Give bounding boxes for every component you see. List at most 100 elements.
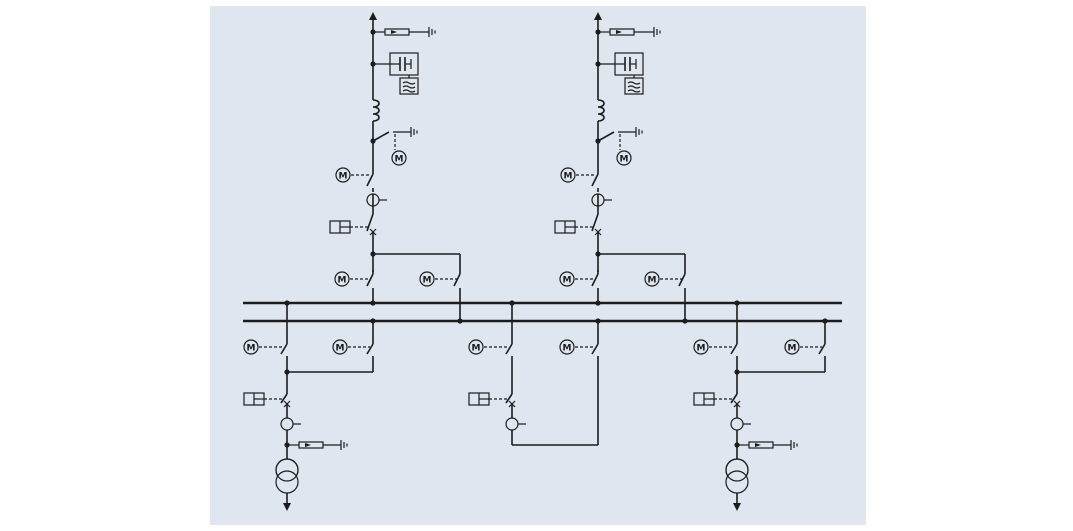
- inductor-icon: [597, 99, 605, 122]
- bus-disconnector-1: [259, 340, 288, 360]
- motor-icon: M: [616, 150, 632, 166]
- motor-label: M: [564, 171, 573, 181]
- switch-blade: [597, 131, 615, 142]
- bus-disconnector-2: [660, 270, 686, 292]
- feeder-breaker: [264, 390, 291, 410]
- breaker-blade: [280, 393, 288, 404]
- motor-label: M: [648, 275, 657, 285]
- breaker-blade: [730, 393, 738, 404]
- motor-label: M: [339, 171, 348, 181]
- surge-arrester-icon: [287, 441, 341, 449]
- switch-blade: [730, 343, 738, 355]
- motor-label: M: [472, 343, 481, 353]
- motor-label: M: [697, 343, 706, 353]
- feeder-breaker: [350, 210, 377, 238]
- transformer-icon: [725, 458, 749, 494]
- motor-icon: M: [391, 150, 407, 166]
- surge-arrester-icon: [598, 28, 654, 36]
- line-disconnector: [576, 170, 599, 192]
- breaker-icon: [554, 220, 576, 234]
- filter-icon: [399, 75, 419, 95]
- motor-icon: M: [243, 339, 259, 355]
- capacitor-icon: [598, 52, 644, 76]
- surge-arrester-icon: [373, 28, 429, 36]
- junction-node: [457, 318, 463, 324]
- inductor-icon: [372, 99, 380, 122]
- grounding-icon: [653, 27, 661, 37]
- bus-disconnector-1: [575, 270, 599, 292]
- motor-icon: M: [334, 271, 350, 287]
- switch-blade: [591, 173, 599, 187]
- breaker-blade: [591, 213, 599, 232]
- motor-icon: M: [332, 339, 348, 355]
- line-disconnector: [351, 170, 374, 192]
- junction-node: [682, 318, 688, 324]
- motor-label: M: [620, 154, 629, 164]
- grounding-icon: [635, 127, 643, 137]
- breaker-blade: [366, 213, 374, 232]
- breaker-icon: [468, 392, 490, 406]
- motor-icon: M: [644, 271, 660, 287]
- arrow-icon: [283, 503, 291, 511]
- motor-icon: M: [693, 339, 709, 355]
- switch-blade: [453, 273, 461, 287]
- motor-icon: M: [784, 339, 800, 355]
- motor-label: M: [336, 343, 345, 353]
- junction-node: [595, 300, 601, 306]
- switch-blade: [591, 343, 599, 355]
- current-transformer-icon: [591, 193, 612, 207]
- switch-blade: [591, 273, 599, 287]
- feeder-breaker: [575, 210, 602, 238]
- motor-label: M: [247, 343, 256, 353]
- grounding-icon: [340, 440, 348, 450]
- breaker-blade: [505, 393, 513, 404]
- bus-disconnector-2: [575, 340, 599, 360]
- breaker-icon: [329, 220, 351, 234]
- motor-label: M: [338, 275, 347, 285]
- grounding-icon: [410, 127, 418, 137]
- motor-icon: M: [559, 339, 575, 355]
- earthing-switch: [597, 131, 636, 150]
- switch-blade: [280, 343, 288, 355]
- breaker-icon: [693, 392, 715, 406]
- arrow-icon: [369, 12, 377, 20]
- bus-disconnector-1: [350, 270, 374, 292]
- breaker-icon: [243, 392, 265, 406]
- current-transformer-icon: [730, 417, 751, 431]
- motor-icon: M: [559, 271, 575, 287]
- bus-disconnector-2: [435, 270, 461, 292]
- diagram-svg: M M M M M M M M M M M M M M: [243, 12, 842, 511]
- coupler-breaker: [489, 390, 516, 410]
- motor-icon: M: [335, 167, 351, 183]
- switch-blade: [678, 273, 686, 287]
- junction-node: [370, 300, 376, 306]
- motor-label: M: [563, 343, 572, 353]
- grounding-icon: [790, 440, 798, 450]
- current-transformer-icon: [280, 417, 301, 431]
- feeder-breaker: [714, 390, 741, 410]
- bus-disconnector-2: [800, 340, 826, 360]
- switch-blade: [372, 131, 390, 142]
- transformer-icon: [275, 458, 299, 494]
- switch-blade: [366, 173, 374, 187]
- bus-disconnector-2: [348, 340, 374, 360]
- capacitor-icon: [373, 52, 419, 76]
- surge-arrester-icon: [737, 441, 791, 449]
- switch-blade: [505, 343, 513, 355]
- motor-icon: M: [468, 339, 484, 355]
- switch-blade: [366, 273, 374, 287]
- motor-icon: M: [560, 167, 576, 183]
- switch-blade: [366, 343, 374, 355]
- motor-label: M: [395, 154, 404, 164]
- bus-disconnector-1: [709, 340, 738, 360]
- motor-label: M: [788, 343, 797, 353]
- single-line-diagram: M M M M M M M M M M M M M M: [210, 6, 866, 525]
- grounding-icon: [428, 27, 436, 37]
- motor-label: M: [563, 275, 572, 285]
- bus-disconnector-1: [484, 340, 513, 360]
- current-transformer-icon: [366, 193, 387, 207]
- switch-blade: [818, 343, 826, 355]
- earthing-switch: [372, 131, 411, 150]
- motor-label: M: [423, 275, 432, 285]
- current-transformer-icon: [505, 417, 526, 431]
